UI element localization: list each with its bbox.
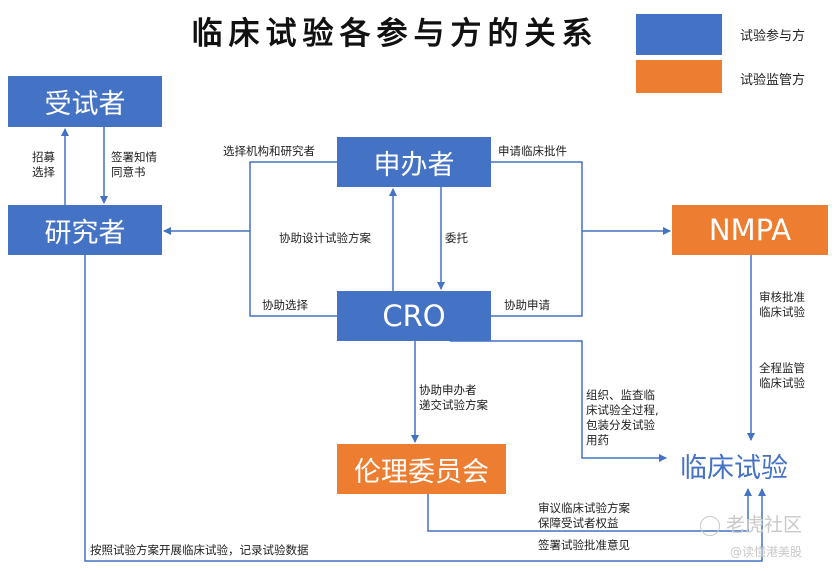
edge-conduct: [84, 255, 766, 562]
label-organize: 组织、监查临 床试验全过程, 包装分发试验 用药: [586, 388, 659, 447]
node-nmpa: NMPA: [672, 205, 828, 255]
watermark-brand-text: 老虎社区: [726, 514, 803, 536]
node-sponsor: 申办者: [337, 137, 491, 187]
label-supervise: 全程监管 临床试验: [759, 361, 805, 390]
diagram-title: 临床试验各参与方的关系: [191, 16, 599, 52]
node-ethics: 伦理委员会: [337, 444, 506, 494]
watermark-logo-icon: [700, 515, 720, 536]
node-subject: 受试者: [8, 76, 162, 127]
label-review-protocol: 审议临床试验方案 保障受试者权益: [538, 501, 630, 530]
label-consent: 签署知情 同意书: [111, 150, 157, 179]
label-apply-approval: 申请临床批件: [498, 144, 567, 158]
watermark-author: @读懂港美股: [730, 545, 803, 559]
legend-label-participant: 试验参与方: [740, 29, 806, 44]
label-sign-opinion: 签署试验批准意见: [538, 538, 630, 552]
label-assist-select: 协助选择: [262, 298, 308, 312]
label-assist-apply: 协助申请: [504, 298, 550, 312]
edge-organize: [450, 340, 667, 462]
legend-swatch-participant: [636, 14, 722, 55]
node-clinical-trial: 临床试验: [680, 453, 788, 484]
label-entrust: 委托: [445, 231, 468, 245]
edge-assist-apply: [491, 231, 583, 317]
label-conduct: 按照试验方案开展临床试验，记录试验数据: [90, 543, 309, 557]
node-cro: CRO: [337, 291, 491, 341]
edge-assist-select: [249, 231, 337, 317]
node-investigator: 研究者: [8, 205, 162, 255]
watermark-brand: 老虎社区: [700, 510, 802, 537]
label-recruit: 招募 选择: [32, 150, 55, 179]
label-review-approve: 审核批准 临床试验: [759, 290, 805, 319]
edge-review-protocol: [427, 488, 752, 532]
legend-swatch-regulator: [636, 60, 722, 93]
label-assist-submit: 协助申办者 递交试验方案: [419, 383, 488, 412]
edge-apply-approval: [491, 161, 583, 231]
label-select-inst: 选择机构和研究者: [223, 144, 315, 158]
legend-label-regulator: 试验监管方: [740, 73, 806, 88]
label-assist-design: 协助设计试验方案: [279, 231, 371, 245]
edge-select-inst: [249, 161, 337, 231]
